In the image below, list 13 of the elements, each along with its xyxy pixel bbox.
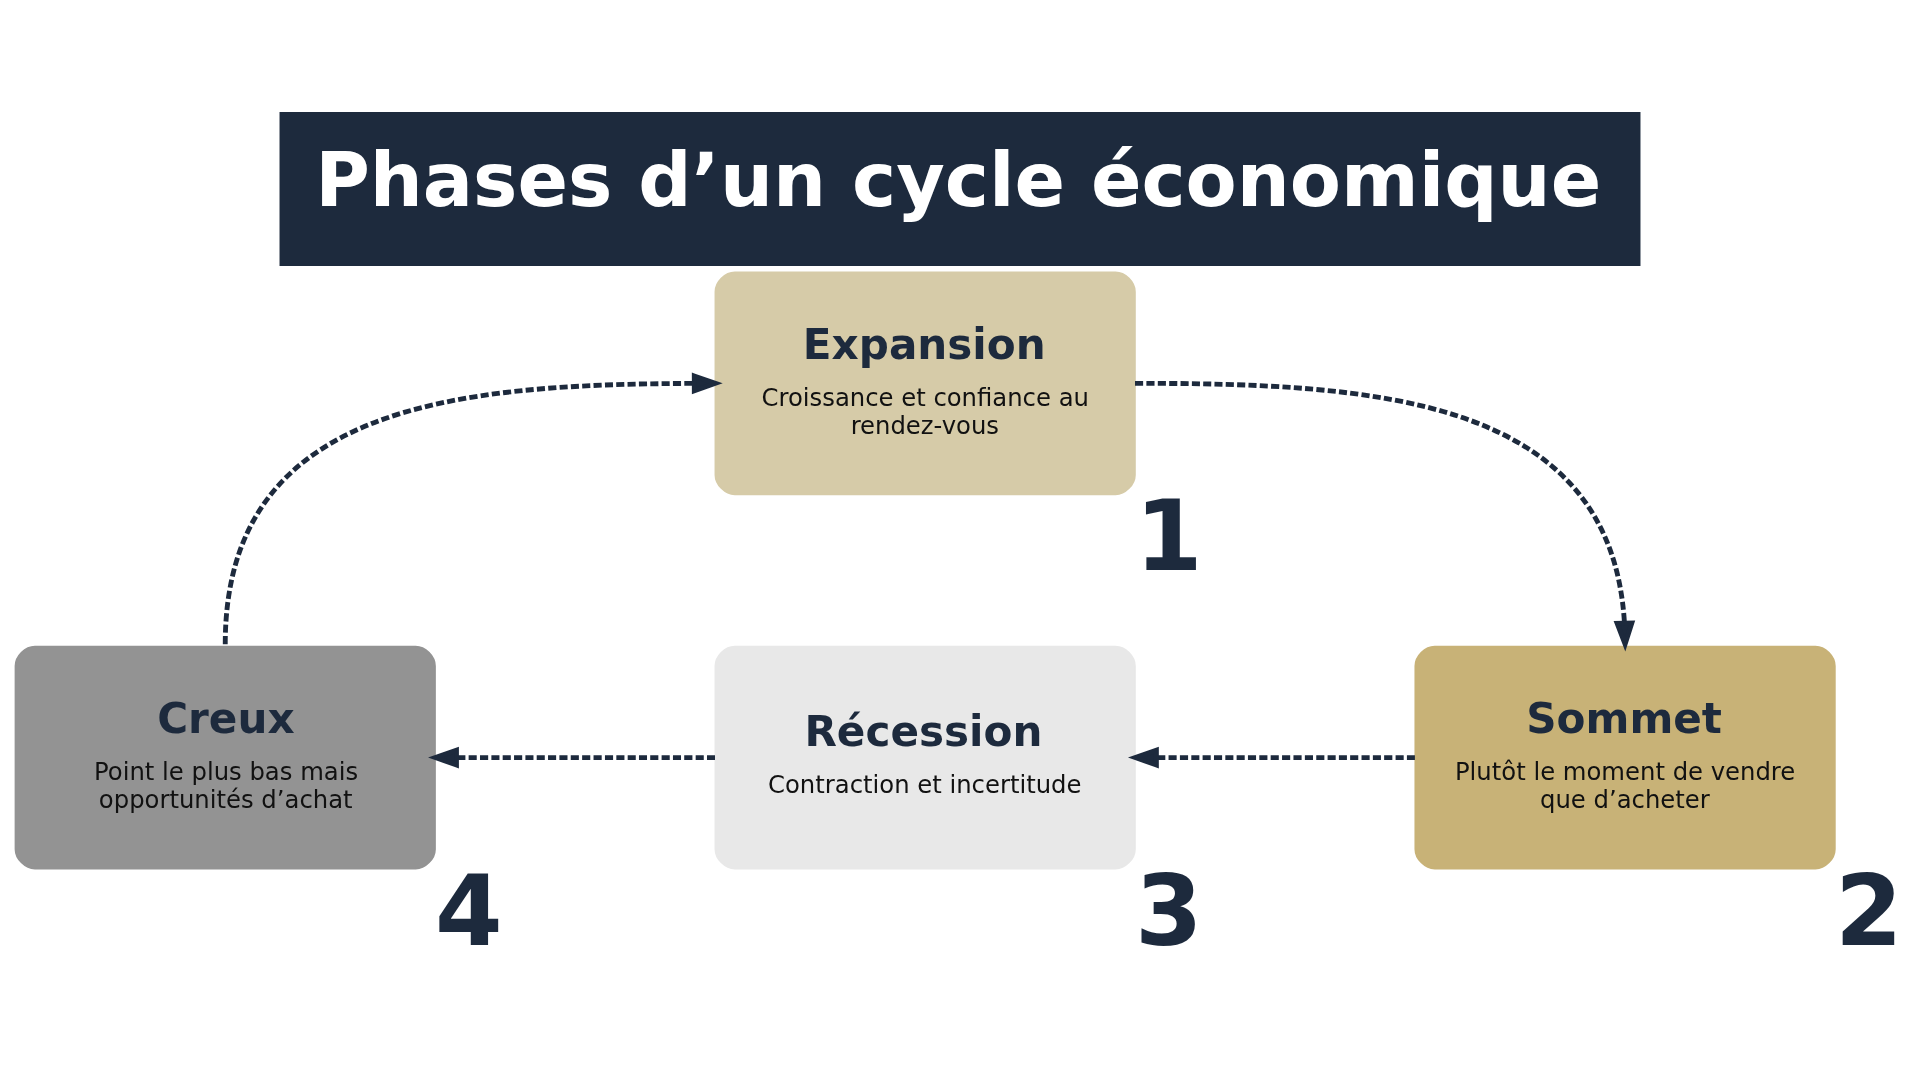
arrow: [1134, 380, 1636, 652]
diagram-title: Phases d’un cycle économique: [315, 136, 1602, 224]
node-label: 3: [1134, 854, 1203, 968]
node-box: Creux Point le plus bas mais opportunités d’achat: [14, 645, 436, 869]
arrow: [222, 372, 723, 644]
node-label: 1: [1134, 479, 1203, 593]
node-box: Expansion Croissance et confiance au rendez-vous: [714, 271, 1136, 495]
node-label: 2: [1834, 854, 1903, 968]
arrow: [428, 746, 715, 768]
node-label: 4: [435, 854, 503, 968]
node-box: Récession Contraction et incertitude: [714, 645, 1136, 869]
arrow: [1128, 746, 1415, 768]
node-box: Sommet Plutôt le moment de vendre que d’acheter: [1414, 645, 1836, 869]
